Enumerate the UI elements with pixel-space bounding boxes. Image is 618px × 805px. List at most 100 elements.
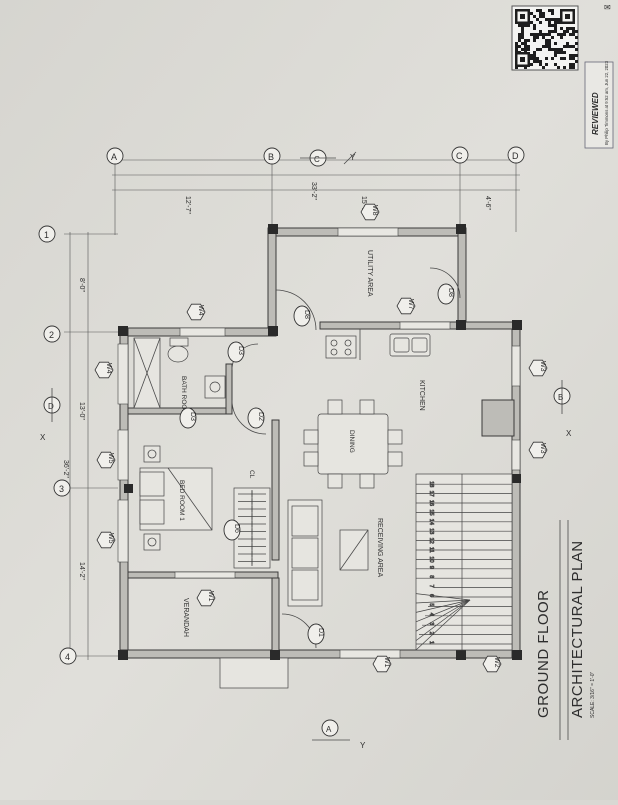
grid-bubble-2: 2: [43, 325, 61, 343]
grid-bubble-d: D: [507, 146, 525, 164]
svg-text:A: A: [326, 725, 332, 734]
dim-length-2-3: 13'-0": [78, 402, 85, 420]
sheet-corner-mark: ✉: [604, 3, 611, 12]
closet-hangers: [233, 487, 271, 569]
dim-width-a-b: 12'-7": [184, 196, 191, 214]
bath-fixtures: [133, 337, 226, 409]
window-tag: W7: [396, 297, 416, 315]
room-label-bed: BED ROOM 1: [178, 480, 185, 521]
axis-label-y-bottom: Y: [360, 741, 366, 750]
svg-text:W5: W5: [107, 453, 114, 464]
dim-overall-length: 36'-2": [62, 460, 69, 478]
room-label-verandah: VERANDAH: [182, 598, 189, 637]
svg-text:W2: W2: [493, 657, 500, 668]
svg-text:W5: W5: [107, 533, 114, 544]
title-line-2: ARCHITECTURAL PLAN: [569, 540, 586, 718]
svg-text:1: 1: [44, 230, 49, 240]
review-stamp: REVIEWED By Philip Timmons at 9:52 am, J…: [584, 60, 614, 149]
axis-label-y-top: Y: [343, 151, 357, 165]
stair-step-number: 2: [428, 632, 434, 635]
grid-bubble-b: B: [263, 147, 281, 165]
dim-length-3-4: 14'-2": [78, 562, 85, 580]
svg-text:D2: D2: [257, 412, 264, 421]
svg-text:W4: W4: [105, 363, 112, 374]
window-tag: W4: [94, 361, 114, 379]
svg-text:C: C: [314, 155, 320, 164]
svg-text:D: D: [48, 402, 54, 411]
window-tag: W1: [372, 655, 392, 673]
svg-text:D3: D3: [189, 412, 196, 421]
svg-text:D1: D1: [317, 628, 324, 637]
window-openings: [117, 227, 521, 659]
room-label-receiving: RECEIVING AREA: [376, 518, 383, 577]
window-tag: W4: [186, 303, 206, 321]
stair-step-number: 7: [428, 585, 434, 588]
svg-text:A: A: [111, 152, 117, 162]
svg-text:4: 4: [65, 652, 70, 662]
window-tag: W1: [196, 589, 216, 607]
svg-text:X: X: [40, 433, 46, 442]
svg-text:X: X: [566, 429, 572, 438]
stair-step-number: 16: [428, 500, 434, 506]
qr-code-icon: [511, 5, 579, 71]
living-furniture: [287, 499, 369, 607]
room-label-closet: CL: [248, 470, 255, 479]
svg-text:Y: Y: [350, 153, 356, 162]
svg-text:W1: W1: [207, 591, 214, 602]
stair-step-number: 1: [428, 641, 434, 644]
svg-text:W7: W7: [407, 299, 414, 310]
stair-step-number: 5: [428, 603, 434, 606]
dim-width-c-d: 4'-6": [484, 196, 491, 210]
door-tag: D2: [247, 407, 265, 429]
svg-text:C: C: [456, 151, 463, 161]
door-tag: D8: [437, 283, 455, 305]
stair-step-number: 18: [428, 481, 434, 487]
title-line-1: GROUND FLOOR: [535, 589, 552, 718]
axis-label-x-right: X: [566, 429, 572, 438]
svg-text:B: B: [558, 393, 563, 402]
svg-text:D8: D8: [447, 288, 454, 297]
svg-text:B: B: [268, 152, 274, 162]
window-tag: W2: [482, 655, 502, 673]
room-label-dining: DINING: [348, 430, 355, 453]
svg-text:Y: Y: [360, 741, 366, 750]
room-label-bath: BATH ROOM: [180, 376, 187, 415]
dining-table: [303, 399, 403, 489]
stamp-status: REVIEWED: [591, 92, 600, 135]
svg-text:2: 2: [49, 330, 54, 340]
svg-text:W8: W8: [371, 205, 378, 216]
svg-text:W1: W1: [383, 657, 390, 668]
svg-text:W4: W4: [197, 305, 204, 316]
stair-step-number: 15: [428, 509, 434, 515]
stair-step-number: 4: [428, 613, 434, 616]
stair-step-number: 14: [428, 519, 434, 525]
grid-bubble-4: 4: [59, 647, 77, 665]
svg-text:D6: D6: [233, 524, 240, 533]
section-marker-b: B: [553, 380, 571, 414]
dim-width-b-c: 15'-9": [360, 196, 367, 214]
stair-step-number: 9: [428, 566, 434, 569]
stair-step-number: 12: [428, 538, 434, 544]
door-tag: D6: [223, 519, 241, 541]
svg-text:W3: W3: [539, 443, 546, 454]
sheet-title-block: GROUND FLOOR ARCHITECTURAL PLAN SCALE: 3…: [535, 520, 596, 740]
axis-label-x-left: X: [40, 433, 46, 442]
grid-bubble-3: 3: [53, 479, 71, 497]
svg-text:3: 3: [59, 484, 64, 494]
window-tag: W5: [96, 531, 116, 549]
bed-furniture: [139, 445, 213, 551]
window-tag: W5: [96, 451, 116, 469]
svg-text:W3: W3: [539, 361, 546, 372]
room-label-utility: UTILITY AREA: [366, 250, 373, 297]
svg-text:D8: D8: [303, 310, 310, 319]
svg-text:D: D: [512, 151, 519, 161]
grid-bubble-a: A: [106, 147, 124, 165]
stair-step-number: 11: [428, 547, 434, 553]
grid-bubble-1: 1: [38, 225, 56, 243]
dim-length-1-2: 8'-0": [78, 278, 85, 292]
door-tag: D3: [227, 341, 245, 363]
